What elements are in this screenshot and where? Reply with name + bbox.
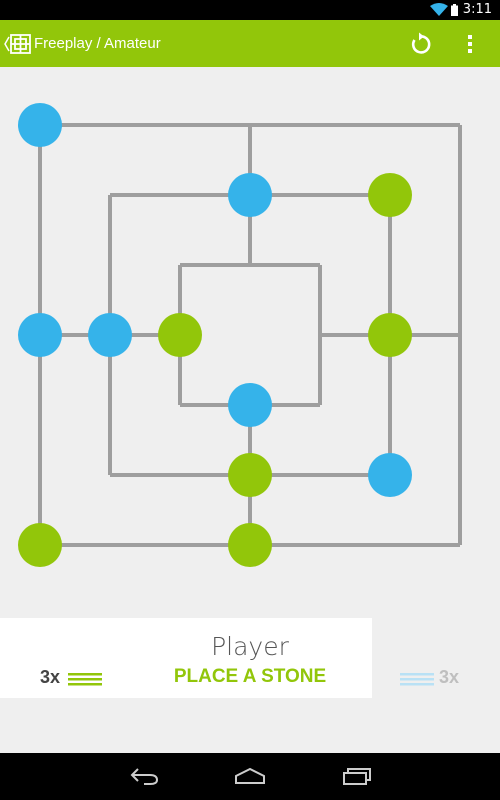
- battery-icon: [451, 4, 458, 16]
- blue-stone[interactable]: [228, 383, 272, 427]
- status-bar: 3:11: [0, 0, 500, 20]
- more-vert-icon[interactable]: [466, 34, 474, 54]
- blue-stone[interactable]: [368, 453, 412, 497]
- green-stone[interactable]: [18, 523, 62, 567]
- blue-stones-remaining-icon: [400, 673, 434, 686]
- home-icon[interactable]: [234, 767, 266, 785]
- recent-apps-icon[interactable]: [342, 767, 372, 785]
- left-stone-count: 3x: [40, 667, 61, 687]
- app-bar: Freeplay / Amateur: [0, 20, 500, 67]
- navigation-bar: [0, 753, 500, 800]
- green-stone[interactable]: [368, 173, 412, 217]
- app-logo-icon[interactable]: [4, 33, 32, 55]
- green-stone[interactable]: [158, 313, 202, 357]
- blue-stone[interactable]: [18, 313, 62, 357]
- right-stone-count: 3x: [439, 667, 460, 687]
- player-label: Player: [211, 632, 289, 661]
- game-board: [18, 103, 462, 567]
- back-icon[interactable]: [130, 767, 160, 785]
- blue-stone[interactable]: [18, 103, 62, 147]
- info-panel: [0, 618, 372, 698]
- blue-stone[interactable]: [88, 313, 132, 357]
- instruction-text: PLACE A STONE: [173, 666, 327, 687]
- green-stone[interactable]: [228, 523, 272, 567]
- blue-stone[interactable]: [228, 173, 272, 217]
- green-stone[interactable]: [228, 453, 272, 497]
- stones: [18, 103, 412, 567]
- status-time: 3:11: [462, 2, 492, 17]
- wifi-icon: [430, 3, 448, 16]
- green-stones-remaining-icon: [68, 673, 102, 686]
- page-title: Freeplay / Amateur: [34, 35, 161, 52]
- green-stone[interactable]: [368, 313, 412, 357]
- undo-icon[interactable]: [408, 32, 432, 56]
